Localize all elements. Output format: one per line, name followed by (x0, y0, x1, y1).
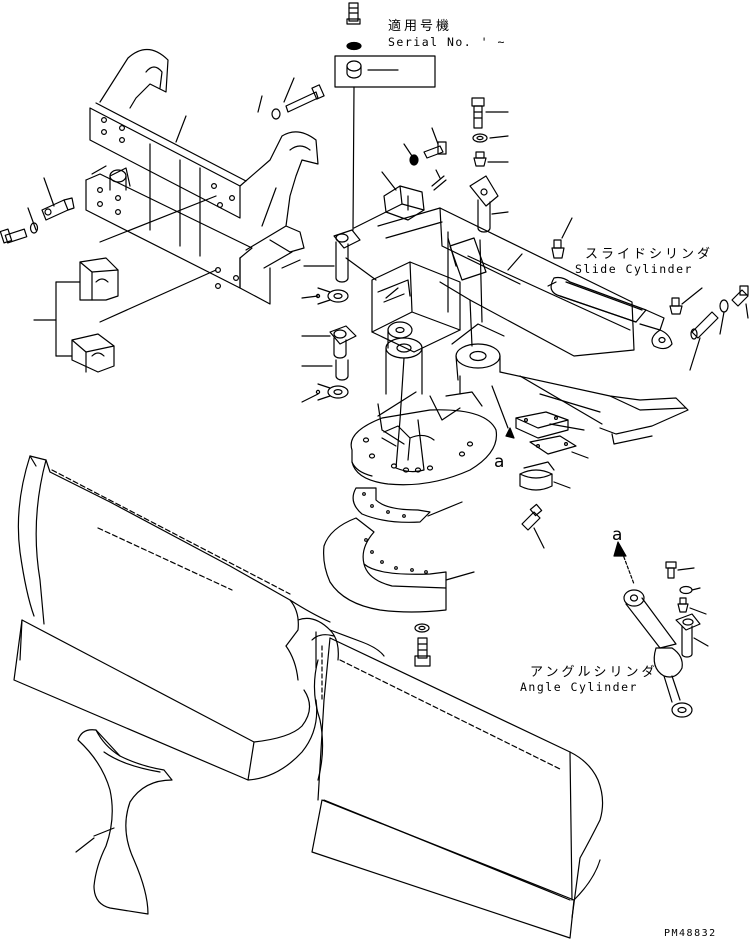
end-bit-left (75, 729, 173, 915)
small-pin (431, 169, 447, 191)
blade-right (311, 637, 604, 939)
angle-washer (679, 585, 701, 595)
slide-grease-fitting (551, 217, 573, 259)
frame-pin-assembly (0, 197, 75, 244)
slide-cylinder-label-en: Slide Cylinder (575, 262, 693, 276)
grease-fitting (473, 151, 509, 167)
upper-pivot-pin (303, 229, 361, 283)
slide-cylinder-label-jp: スライドシリンダ (585, 247, 714, 262)
wear-pad-upper (79, 257, 119, 301)
angle-arrow (613, 541, 635, 585)
stopper-block (353, 171, 425, 229)
arrow-a-main (505, 427, 515, 439)
lower-pivot-pin (301, 325, 357, 367)
angle-pin (675, 613, 709, 658)
angle-cylinder (623, 589, 693, 718)
angle-grease-fitting (677, 597, 707, 615)
liner-bolt (414, 637, 431, 667)
push-frame (85, 48, 319, 305)
slide-washer (719, 299, 729, 335)
bolt-washer-center (403, 127, 447, 166)
shim-plate (352, 487, 463, 523)
serial-callout-box (334, 55, 436, 231)
slide-pin (689, 311, 719, 371)
applicable-serial-label-jp: 適用号機 (388, 19, 453, 34)
cap (519, 461, 571, 491)
slide-cylinder (547, 276, 673, 350)
washer-b (301, 383, 349, 403)
top-washer (346, 41, 362, 51)
center-pin (335, 359, 349, 381)
pad-bracket-leader (33, 281, 81, 357)
washer-a (301, 287, 349, 305)
reference-marker-detail: a (612, 525, 623, 545)
frame-bolt (271, 84, 325, 120)
pin-washer (472, 133, 509, 143)
liner-washer (414, 623, 430, 633)
drawing-code: PM48832 (664, 928, 717, 939)
blade-center-joint (297, 617, 385, 781)
slide-small-fitting (669, 287, 703, 315)
wear-pad-lower (71, 333, 115, 373)
pivot-frame (350, 207, 689, 486)
reference-marker-main: a (494, 452, 505, 472)
cap-bolt (521, 503, 545, 549)
slide-bolt (731, 285, 749, 319)
cover-plate (515, 411, 585, 439)
angle-cylinder-label-jp: アングルシリンダ (530, 665, 658, 680)
pin-bolt (471, 97, 509, 129)
angle-cylinder-label-en: Angle Cylinder (520, 680, 638, 694)
serial-number-label: Serial No. ' ~ (388, 35, 506, 49)
blade-left (13, 455, 331, 781)
top-bolt (346, 2, 361, 25)
liner-segment (323, 517, 475, 613)
angle-bolt (665, 561, 695, 579)
gasket-plate (529, 435, 589, 459)
pivot-pin-plate (469, 175, 509, 233)
